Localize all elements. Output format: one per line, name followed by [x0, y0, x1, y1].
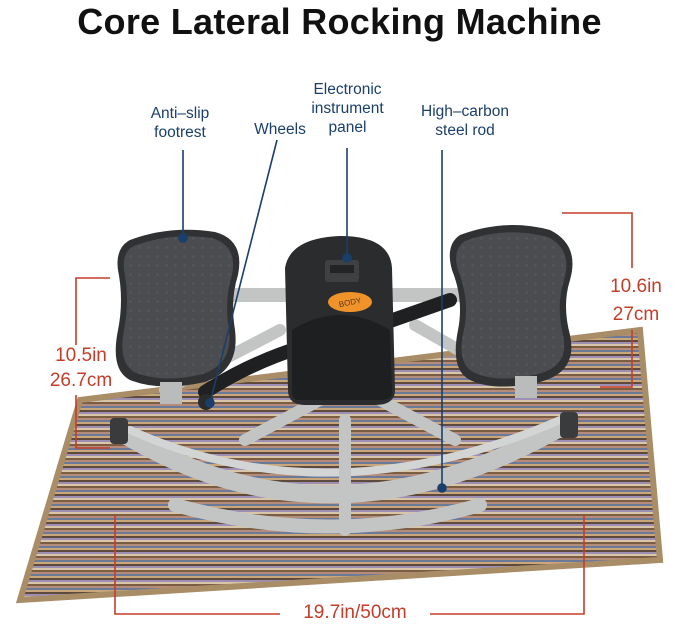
callout-footrest: Anti–slip footrest — [150, 105, 210, 141]
left-pedal-mount — [160, 382, 182, 404]
console-body — [285, 236, 395, 405]
brand-badge — [328, 292, 372, 312]
callout-rod: High–carbon steel rod — [421, 103, 509, 139]
right-pedal — [449, 225, 573, 387]
dimension-left-cm: 26.7cm — [49, 370, 113, 391]
page-title: Core Lateral Rocking Machine — [77, 1, 602, 42]
dimension-width: 19.7in/50cm — [303, 602, 407, 623]
dimension-right-in: 10.6in — [610, 276, 662, 297]
right-pedal-mount — [515, 376, 537, 398]
dimension-right-cm: 27cm — [612, 304, 660, 325]
dimension-left-in: 10.5in — [55, 345, 107, 366]
left-pedal — [115, 229, 240, 387]
callout-leaders — [178, 139, 447, 493]
callout-panel: Electronic instrument panel — [311, 81, 384, 136]
dimension-lines — [75, 212, 633, 615]
right-end-cap — [560, 412, 578, 438]
callout-wheels: Wheels — [254, 121, 306, 138]
left-end-cap — [110, 418, 128, 444]
